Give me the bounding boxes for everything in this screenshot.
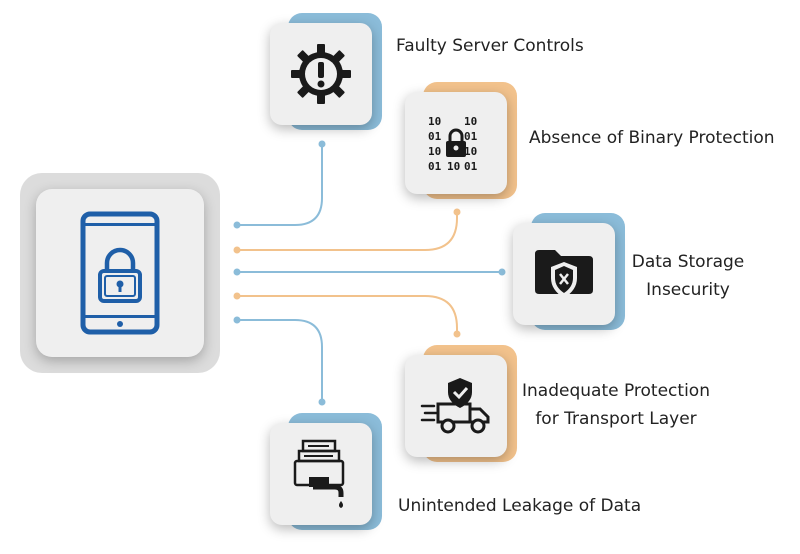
item-card-data-storage (513, 213, 625, 330)
svg-text:10: 10 (428, 115, 441, 128)
leaking-server-icon (293, 439, 345, 508)
svg-text:10: 10 (464, 145, 477, 158)
svg-text:10: 10 (428, 145, 441, 158)
connector-transport-layer (237, 295, 458, 334)
mobile-lock-icon (80, 211, 160, 335)
item-tile (270, 423, 372, 525)
connector-data-leakage (237, 319, 323, 402)
svg-text:01: 01 (464, 160, 478, 173)
mobile-card-tile (36, 189, 204, 357)
shield-folder-icon (535, 250, 593, 298)
item-label-line: Data Storage (631, 252, 745, 272)
item-label-transport-layer: Inadequate Protection for Transport Laye… (516, 377, 716, 433)
binary-lock-icon: 10 10 01 01 10 10 01 10 01 (428, 115, 478, 173)
item-tile (513, 223, 615, 325)
item-label-line: Insecurity (646, 280, 730, 300)
svg-text:10: 10 (447, 160, 460, 173)
item-tile (405, 355, 507, 457)
item-tile: 10 10 01 01 10 10 01 10 01 (405, 92, 507, 194)
item-card-data-leakage (270, 413, 382, 530)
item-tile (270, 23, 372, 125)
connector-binary-protection (237, 212, 458, 251)
item-label-binary-protection: Absence of Binary Protection (529, 128, 775, 148)
svg-text:01: 01 (464, 130, 478, 143)
item-card-transport-layer (405, 345, 517, 462)
svg-text:01: 01 (428, 160, 442, 173)
svg-text:01: 01 (428, 130, 442, 143)
item-card-binary-protection: 10 10 01 01 10 10 01 10 01 (405, 82, 517, 199)
item-label-faulty-server: Faulty Server Controls (396, 36, 584, 56)
item-label-data-storage: Data Storage Insecurity (628, 248, 748, 304)
item-label-data-leakage: Unintended Leakage of Data (398, 496, 642, 516)
mobile-security-card (20, 173, 220, 373)
connector-faulty-server (237, 145, 323, 226)
warning-gear-icon (291, 44, 351, 104)
item-label-line: Inadequate Protection (522, 381, 710, 401)
item-card-faulty-server (270, 13, 382, 130)
secure-truck-icon (420, 378, 490, 434)
svg-text:10: 10 (464, 115, 477, 128)
item-label-line: for Transport Layer (535, 409, 697, 429)
